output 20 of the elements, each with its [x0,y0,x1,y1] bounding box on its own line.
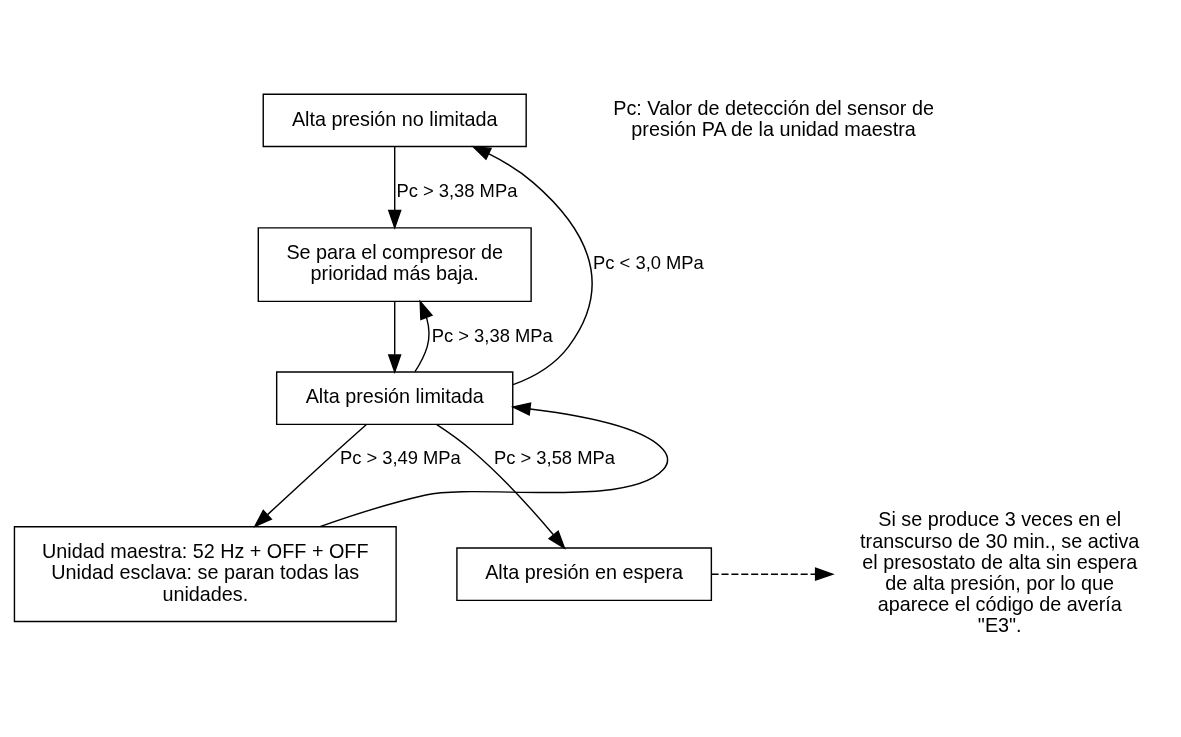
node-box: Unidad maestra: 52 Hz + OFF + OFF Unidad esclava: se paran todas las unidades. [13,526,397,623]
arrow [253,423,368,528]
arrow [471,145,593,386]
edge-label: Pc > 3,38 MPa [396,180,518,202]
label: Pc: Valor de detección del sensor de presión PA de la unidad maestra [613,97,934,141]
arrow [414,299,434,373]
node-box: Se para el compresor de prioridad más baja. [257,227,532,303]
edge-label: Pc > 3,38 MPa [431,324,553,346]
node-box: Alta presión en espera [456,547,713,602]
edge-label: Pc > 3,58 MPa [493,447,615,469]
node-box: Alta presión no limitada [262,93,527,148]
arrow [319,402,669,528]
edge-label: Pc > 3,49 MPa [339,447,461,469]
arrow [387,146,402,230]
node-text: Si se produce 3 veces en el transcurso de 30 min., se activa el presostato de alta sin espera de alta presión, por lo que aparece el código de avería "E3". [860,508,1140,637]
node-box: Alta presión limitada [275,371,514,426]
edge-label: Pc < 3,0 MPa [593,252,704,274]
arrow [387,301,402,374]
arrow [710,567,835,582]
arrow [435,423,566,550]
